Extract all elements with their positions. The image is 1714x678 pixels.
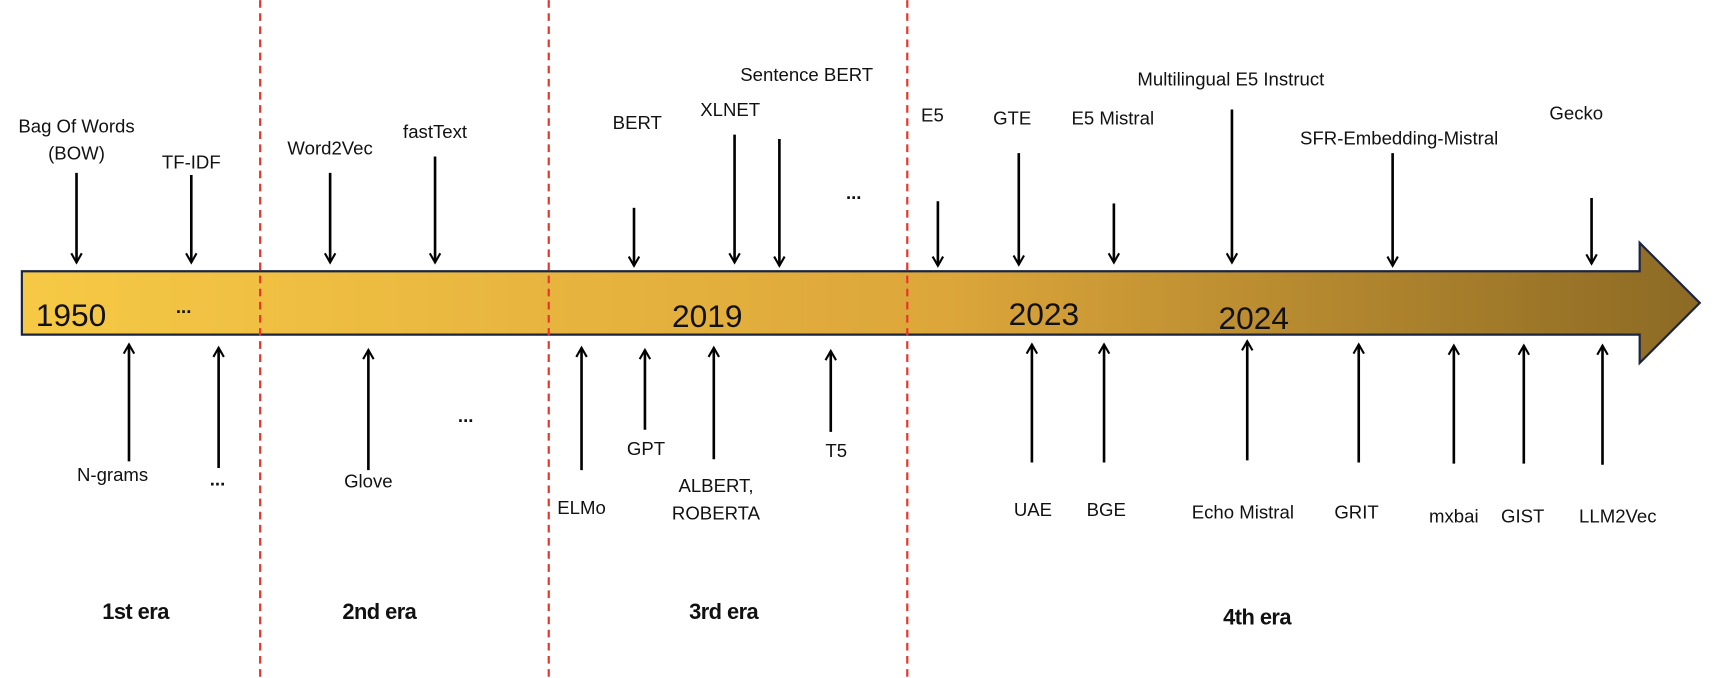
model-label: Bag Of Words <box>18 115 134 136</box>
model-label: Echo Mistral <box>1192 501 1294 522</box>
era-label: 1st era <box>102 599 170 624</box>
model-label: T5 <box>825 440 847 461</box>
model-label: GIST <box>1501 506 1544 527</box>
model-label: SFR-Embedding-Mistral <box>1300 127 1498 148</box>
year-label: 2023 <box>1009 296 1080 332</box>
model-label: Glove <box>344 471 393 492</box>
model-label: Multilingual E5 Instruct <box>1137 68 1325 89</box>
era-label: 2nd era <box>342 599 417 624</box>
model-label: TF-IDF <box>162 151 221 172</box>
ellipsis-label: ... <box>846 182 862 203</box>
model-label: GPT <box>627 438 665 459</box>
model-label: E5 <box>921 104 944 125</box>
ellipsis-label: ... <box>458 405 473 426</box>
ellipsis-label: ... <box>210 468 226 489</box>
model-label: E5 Mistral <box>1071 108 1154 129</box>
year-label: 2019 <box>672 298 743 334</box>
model-label: Gecko <box>1549 102 1603 123</box>
model-label: ALBERT, <box>678 475 753 496</box>
model-label: GRIT <box>1334 501 1378 522</box>
year-label: 2024 <box>1219 300 1290 336</box>
model-label: mxbai <box>1429 506 1479 527</box>
model-label: XLNET <box>700 99 760 120</box>
timeline-arrow-bar <box>20 240 1702 366</box>
model-label: ELMo <box>557 497 606 518</box>
era-label: 3rd era <box>689 599 759 624</box>
era-label: 4th era <box>1223 604 1292 629</box>
model-label: GTE <box>993 108 1031 129</box>
ellipsis-label: ... <box>176 296 192 317</box>
model-label: (BOW) <box>48 143 105 164</box>
model-label: BGE <box>1087 499 1126 520</box>
model-label: fastText <box>403 121 468 142</box>
model-label: ROBERTA <box>672 502 761 523</box>
model-label: UAE <box>1014 499 1052 520</box>
model-label: Sentence BERT <box>740 64 873 85</box>
model-label: Word2Vec <box>287 137 372 158</box>
model-label: N-grams <box>77 464 148 485</box>
year-label: 1950 <box>36 297 107 333</box>
model-label: BERT <box>613 112 662 133</box>
model-label: LLM2Vec <box>1579 506 1656 527</box>
